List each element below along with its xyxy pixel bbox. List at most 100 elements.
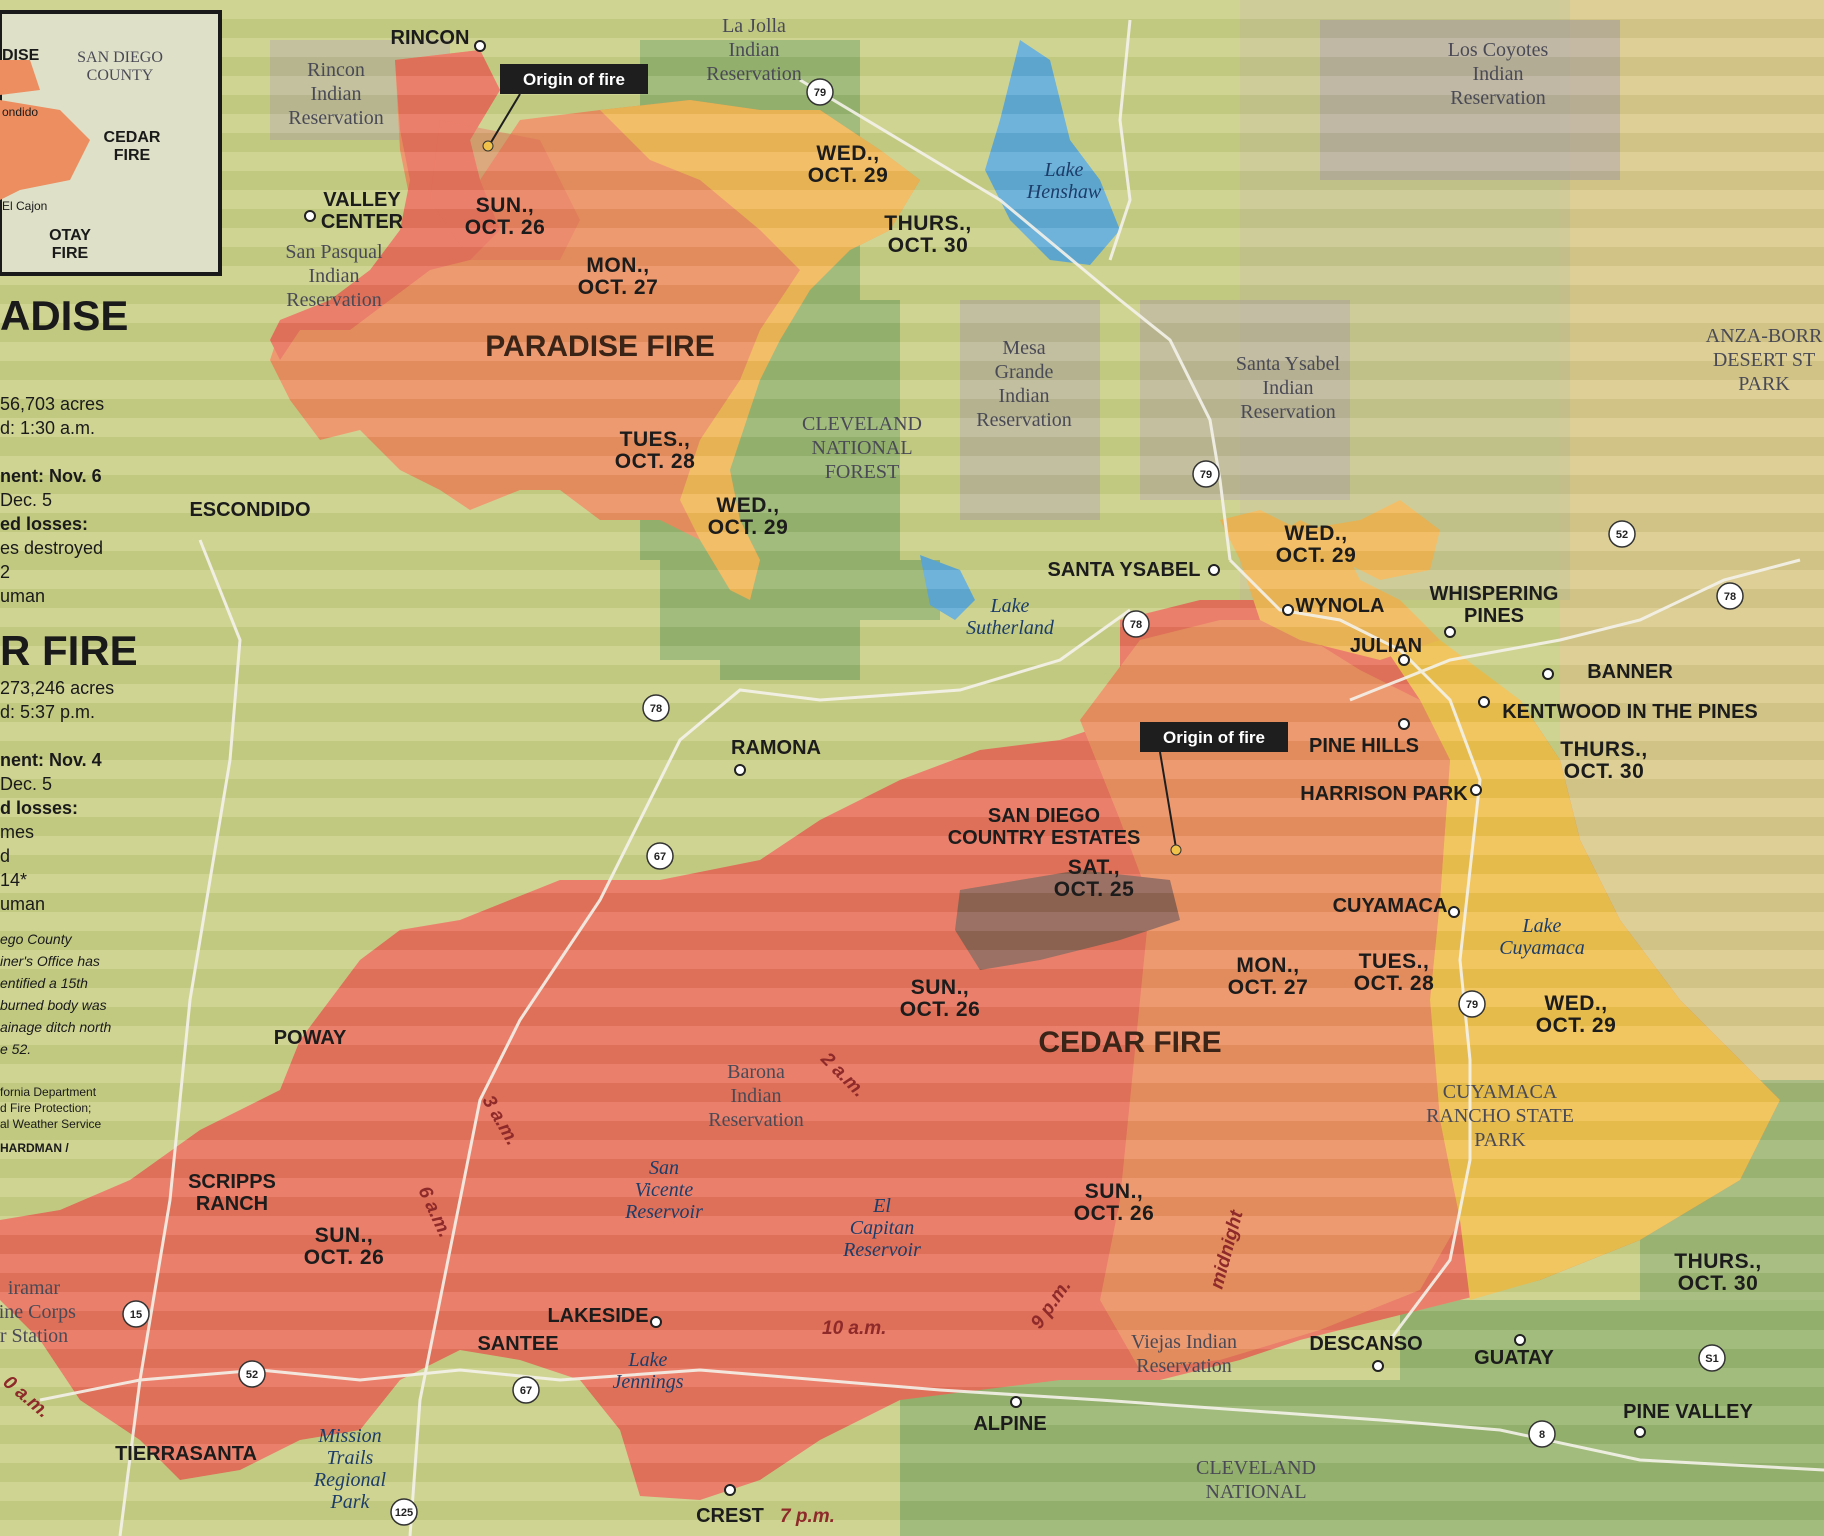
town-cuyamaca: CUYAMACA bbox=[1333, 895, 1448, 917]
time-7pm: 7 p.m. bbox=[780, 1506, 835, 1527]
hwy-52-east[interactable]: 52 bbox=[1608, 520, 1636, 548]
hwy-125[interactable]: 125 bbox=[390, 1498, 418, 1526]
town-crest: CREST bbox=[696, 1505, 764, 1527]
svg-text:52: 52 bbox=[1616, 529, 1628, 541]
roads bbox=[39, 19, 1824, 1536]
town-descanso-marker bbox=[1372, 1360, 1384, 1372]
date-p-wed2: WED.,OCT. 29 bbox=[808, 142, 889, 187]
hwy-78-east[interactable]: 78 bbox=[1716, 582, 1744, 610]
town-escondido: ESCONDIDO bbox=[189, 499, 310, 521]
svg-text:79: 79 bbox=[814, 87, 826, 99]
cedar-heading: R FIRE bbox=[0, 627, 138, 674]
date-c-wed: WED.,OCT. 29 bbox=[1536, 992, 1617, 1037]
origin-callout-cedar: Origin of fire bbox=[1140, 722, 1288, 856]
inset-label-dise: DISE bbox=[2, 47, 40, 64]
svg-text:S1: S1 bbox=[1705, 1353, 1718, 1365]
cedar-line: mes bbox=[0, 822, 34, 842]
note-line: iner's Office has bbox=[0, 953, 100, 969]
hwy-79-south[interactable]: 79 bbox=[1458, 990, 1486, 1018]
hwy-s1[interactable]: S1 bbox=[1698, 1344, 1726, 1372]
town-rincon-marker bbox=[474, 40, 486, 52]
hwy-79-north[interactable]: 79 bbox=[806, 78, 834, 106]
paradise-heading: ADISE bbox=[0, 292, 128, 339]
town-kentwood-marker bbox=[1478, 696, 1490, 708]
date-p-wed1: WED.,OCT. 29 bbox=[708, 494, 789, 539]
date-c-sat: SAT.,OCT. 25 bbox=[1054, 856, 1135, 901]
paradise-line: 56,703 acres bbox=[0, 394, 104, 414]
svg-text:8: 8 bbox=[1539, 1429, 1545, 1441]
paradise-line: ed losses: bbox=[0, 514, 88, 534]
svg-text:15: 15 bbox=[130, 1309, 142, 1321]
town-pine-hills-marker bbox=[1398, 718, 1410, 730]
cedar-line: uman bbox=[0, 894, 45, 914]
hwy-52-west[interactable]: 52 bbox=[238, 1360, 266, 1388]
hwy-8-east[interactable]: 8 bbox=[1528, 1420, 1556, 1448]
svg-text:78: 78 bbox=[1130, 619, 1142, 631]
hwy-67-south[interactable]: 67 bbox=[512, 1376, 540, 1404]
hwy-15[interactable]: 15 bbox=[122, 1300, 150, 1328]
town-wynola-marker bbox=[1282, 604, 1294, 616]
town-santa-ysabel: SANTA YSABEL bbox=[1048, 559, 1201, 581]
town-julian-marker bbox=[1398, 654, 1410, 666]
svg-text:Origin of fire: Origin of fire bbox=[523, 70, 625, 89]
date-p-sun: SUN.,OCT. 26 bbox=[465, 194, 546, 239]
hwy-79-mid[interactable]: 79 bbox=[1192, 460, 1220, 488]
note-line: entified a 15th bbox=[0, 975, 88, 991]
paradise-line: nent: Nov. 6 bbox=[0, 466, 102, 486]
source-line: d Fire Protection; bbox=[0, 1101, 91, 1115]
cedar-line: d losses: bbox=[0, 798, 78, 818]
highway-shields[interactable]: 79 79 79 78 78 78 67 67 52 52 15 8 8 125… bbox=[104, 78, 1744, 1526]
hwy-78-mid[interactable]: 78 bbox=[1122, 610, 1150, 638]
date-c-sun1: SUN.,OCT. 26 bbox=[900, 976, 981, 1021]
town-ramona: RAMONA bbox=[731, 737, 821, 759]
town-lakeside: LAKESIDE bbox=[547, 1305, 648, 1327]
town-wynola: WYNOLA bbox=[1296, 595, 1385, 617]
town-banner: BANNER bbox=[1587, 661, 1673, 683]
town-ramona-marker bbox=[734, 764, 746, 776]
town-pine-hills: PINE HILLS bbox=[1309, 735, 1419, 757]
town-pine-valley: PINE VALLEY bbox=[1623, 1401, 1753, 1423]
source-line: fornia Department bbox=[0, 1085, 97, 1099]
cedar-line: Dec. 5 bbox=[0, 774, 52, 794]
cedar-line: d: 5:37 p.m. bbox=[0, 702, 95, 722]
hwy-78-west[interactable]: 78 bbox=[642, 694, 670, 722]
svg-text:67: 67 bbox=[654, 851, 666, 863]
town-guatay-marker bbox=[1514, 1334, 1526, 1346]
svg-text:78: 78 bbox=[1724, 591, 1736, 603]
town-poway: POWAY bbox=[274, 1027, 347, 1049]
hwy-67-north[interactable]: 67 bbox=[646, 842, 674, 870]
town-harrison-park: HARRISON PARK bbox=[1300, 783, 1468, 805]
date-c-thu1: THURS.,OCT. 30 bbox=[1560, 738, 1648, 783]
town-rincon: RINCON bbox=[391, 27, 470, 49]
date-c-sun3: SUN.,OCT. 26 bbox=[304, 1224, 385, 1269]
date-c-sun2: SUN.,OCT. 26 bbox=[1074, 1180, 1155, 1225]
svg-text:52: 52 bbox=[246, 1369, 258, 1381]
date-p-mon: MON.,OCT. 27 bbox=[578, 254, 659, 299]
town-alpine-marker bbox=[1010, 1396, 1022, 1408]
time-10am: 10 a.m. bbox=[822, 1318, 886, 1339]
paradise-line: Dec. 5 bbox=[0, 490, 52, 510]
